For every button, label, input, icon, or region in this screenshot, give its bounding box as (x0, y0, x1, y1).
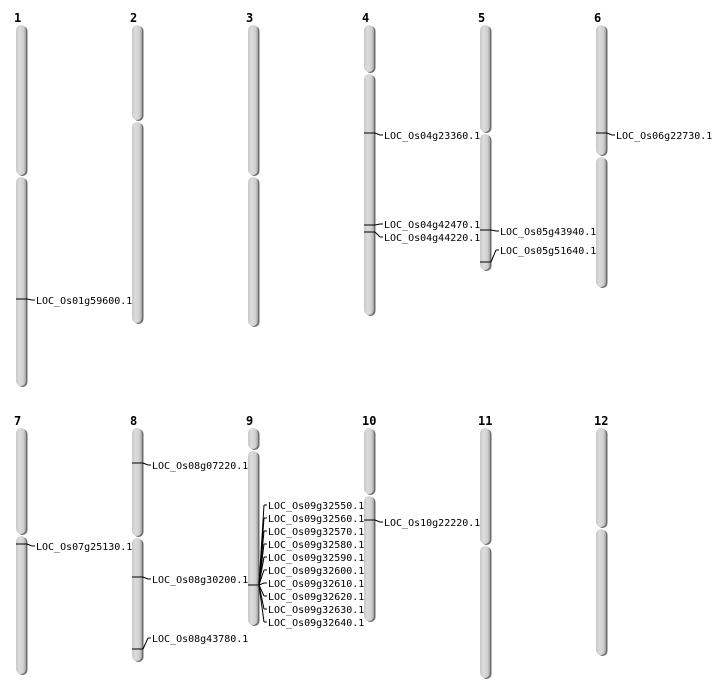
gene-label: LOC_Os08g43780.1 (152, 634, 248, 645)
chromosome-label: 12 (594, 414, 608, 428)
chromosome-label: 2 (130, 11, 137, 25)
chromosome-long-arm (16, 177, 26, 386)
chromosome-short-arm (596, 25, 606, 155)
gene-connector (26, 298, 33, 301)
gene-label: LOC_Os04g23360.1 (384, 131, 480, 142)
gene-connector (258, 584, 265, 623)
chromosome-label: 1 (14, 11, 21, 25)
gene-connector (490, 249, 497, 263)
gene-label: LOC_Os09g32610.1 (268, 579, 364, 590)
chromosome-short-arm (248, 428, 258, 449)
gene-label: LOC_Os04g42470.1 (384, 220, 480, 231)
chromosome-short-arm (364, 428, 374, 494)
chromosome-short-arm (132, 428, 142, 536)
gene-label: LOC_Os09g32590.1 (268, 553, 364, 564)
gene-connector (374, 223, 381, 226)
gene-connector (374, 132, 381, 136)
chromosome-short-arm (132, 25, 142, 120)
chromosome-label: 3 (246, 11, 253, 25)
gene-connector (142, 576, 149, 580)
gene-connector (142, 462, 149, 466)
chromosome-label: 7 (14, 414, 21, 428)
gene-label: LOC_Os01g59600.1 (36, 296, 132, 307)
chromosome-long-arm (132, 538, 142, 661)
chromosome-long-arm (132, 122, 142, 323)
chromosome-long-arm (248, 451, 258, 625)
gene-label: LOC_Os09g32630.1 (268, 605, 364, 616)
gene-label: LOC_Os09g32620.1 (268, 592, 364, 603)
gene-label: LOC_Os04g44220.1 (384, 233, 480, 244)
chromosome-label: 9 (246, 414, 253, 428)
gene-label: LOC_Os05g51640.1 (500, 246, 596, 257)
gene-connector (606, 132, 613, 136)
chromosome-long-arm (248, 177, 258, 326)
gene-label: LOC_Os08g07220.1 (152, 461, 248, 472)
chromosome-label: 8 (130, 414, 137, 428)
chromosome-label: 11 (478, 414, 492, 428)
gene-label: LOC_Os09g32570.1 (268, 527, 364, 538)
chromosome-label: 10 (362, 414, 376, 428)
gene-connector (374, 519, 381, 523)
chromosome-short-arm (480, 25, 490, 132)
chromosome-short-arm (16, 428, 26, 534)
chromosome-long-arm (364, 496, 374, 621)
chromosome-short-arm (16, 25, 26, 175)
gene-label: LOC_Os09g32550.1 (268, 501, 364, 512)
chromosome-short-arm (364, 25, 374, 72)
chromosome-short-arm (480, 428, 490, 544)
gene-connector (26, 543, 33, 547)
gene-label: LOC_Os09g32580.1 (268, 540, 364, 551)
gene-label: LOC_Os10g22220.1 (384, 518, 480, 529)
gene-connector (258, 556, 265, 586)
chromosome-label: 5 (478, 11, 485, 25)
chromosome-short-arm (596, 428, 606, 527)
chromosome-long-arm (480, 546, 490, 678)
chromosome-short-arm (248, 25, 258, 175)
chromosome-label: 4 (362, 11, 369, 25)
chromosome-long-arm (596, 529, 606, 655)
chromosome-label: 6 (594, 11, 601, 25)
gene-label: LOC_Os06g22730.1 (616, 131, 712, 142)
gene-label: LOC_Os09g32640.1 (268, 618, 364, 629)
gene-label: LOC_Os07g25130.1 (36, 542, 132, 553)
chromosome-long-arm (364, 74, 374, 315)
gene-connector (490, 229, 497, 232)
gene-connector (258, 569, 265, 586)
gene-label: LOC_Os09g32560.1 (268, 514, 364, 525)
chromosome-long-arm (16, 536, 26, 674)
chromosome-long-arm (596, 157, 606, 287)
gene-connector (374, 231, 381, 238)
gene-connector (142, 637, 149, 650)
gene-connector (258, 582, 265, 586)
gene-label: LOC_Os05g43940.1 (500, 227, 596, 238)
gene-label: LOC_Os08g30200.1 (152, 575, 248, 586)
gene-label: LOC_Os09g32600.1 (268, 566, 364, 577)
chromosome-long-arm (480, 134, 490, 270)
